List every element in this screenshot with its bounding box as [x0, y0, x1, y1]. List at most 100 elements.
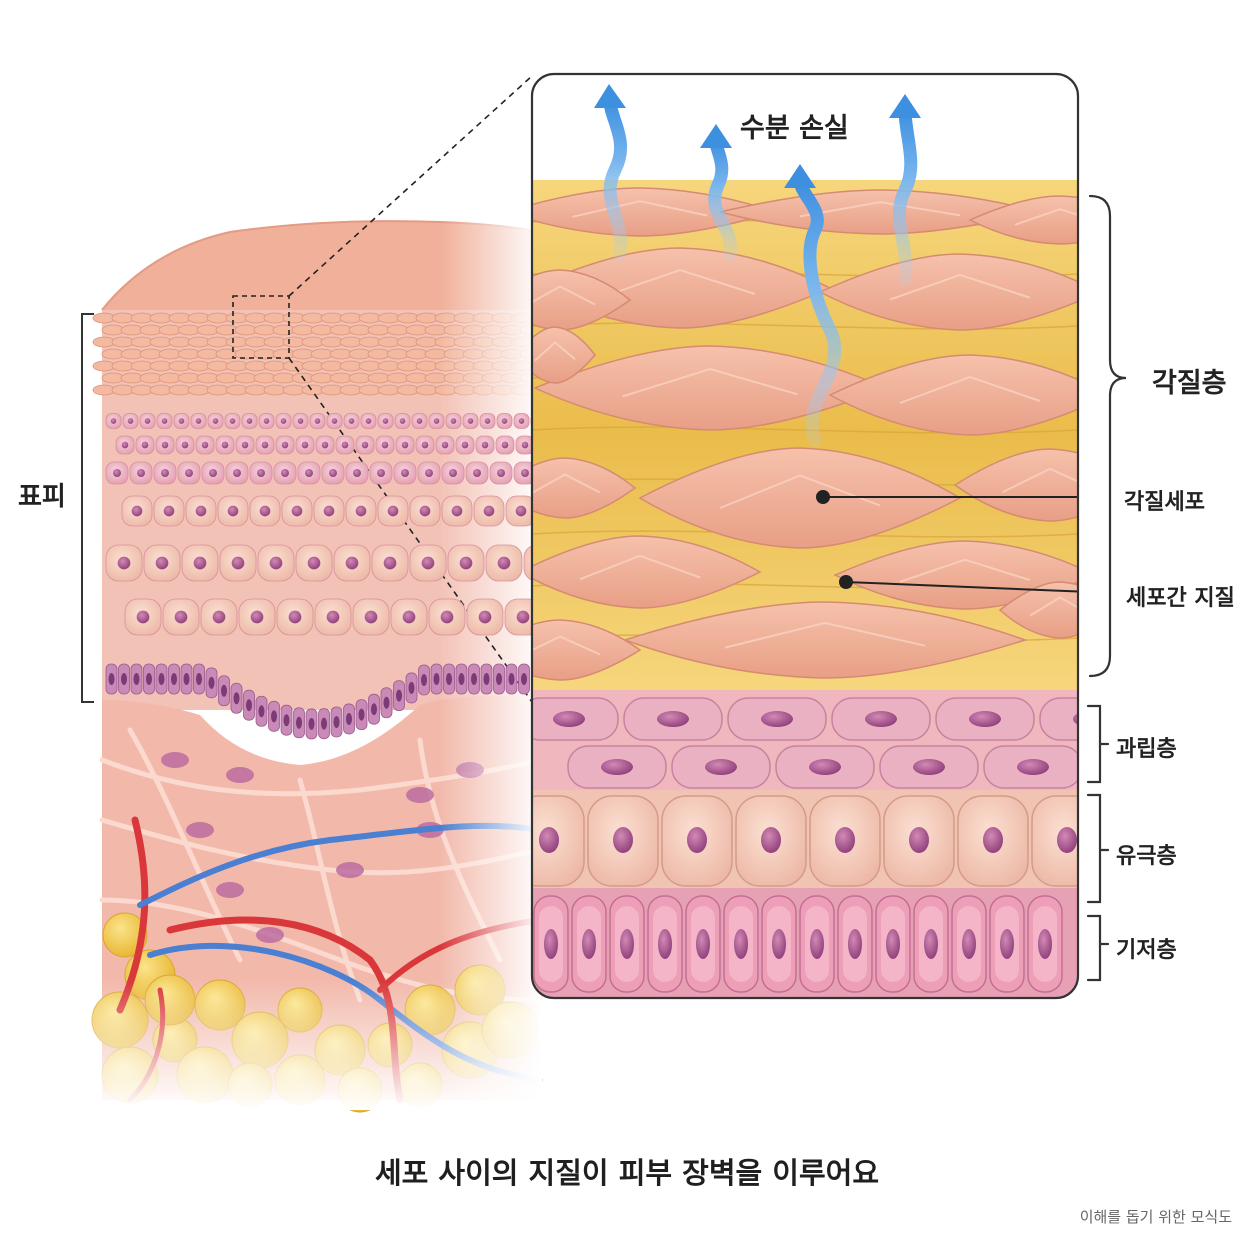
- corneocyte-highlight: [532, 285, 596, 307]
- corneocyte: [532, 269, 632, 331]
- basal-nucleus: [962, 929, 976, 959]
- left-cell-nucleus: [227, 505, 239, 517]
- corneocyte-highlight: [1029, 596, 1078, 617]
- left-cell-nucleus: [421, 556, 435, 570]
- corneocyte-highlight: [532, 635, 601, 657]
- left-cell-nucleus: [201, 441, 209, 449]
- left-cell-nucleus: [121, 441, 129, 449]
- left-cell-nucleus: [269, 556, 283, 570]
- left-basal-nucleus: [321, 717, 327, 730]
- left-cell-nucleus: [440, 610, 454, 624]
- left-cell-nucleus: [433, 418, 440, 424]
- corneocyte-highlight: [1014, 208, 1078, 226]
- spinous-nucleus: [613, 827, 633, 853]
- corneocyte-highlight: [1002, 467, 1078, 494]
- left-cell-nucleus: [137, 469, 145, 477]
- left-basal-nucleus: [108, 673, 115, 685]
- label-intercellular-lipid: 세포간 지질: [1126, 586, 1235, 611]
- spinous-nucleus: [909, 827, 929, 853]
- left-cell-nucleus: [484, 418, 491, 424]
- left-cell-nucleus: [117, 556, 131, 570]
- left-basal-nucleus: [171, 673, 177, 685]
- left-cell-nucleus: [193, 556, 207, 570]
- water-arrow: [708, 133, 738, 262]
- left-basal-nucleus: [496, 673, 502, 685]
- left-cell-nucleus: [144, 418, 151, 424]
- label-stratum-basale: 기저층: [1116, 938, 1177, 963]
- left-cell-nucleus: [416, 418, 423, 424]
- corneocyte: [953, 448, 1078, 522]
- corneocyte: [532, 535, 762, 609]
- label-epidermis: 표피: [18, 482, 66, 512]
- left-cell-nucleus: [301, 441, 309, 449]
- left-cell-nucleus: [163, 505, 175, 517]
- left-cell-nucleus: [307, 556, 321, 570]
- left-cell-nucleus: [381, 441, 389, 449]
- left-basal-nucleus: [183, 673, 190, 685]
- basal-nucleus: [810, 929, 824, 959]
- left-cell-nucleus: [473, 469, 481, 477]
- basal-nucleus: [696, 929, 710, 959]
- left-cell-nucleus: [329, 469, 337, 477]
- basal-nucleus: [1038, 929, 1052, 959]
- fibroblast: [216, 882, 244, 898]
- left-cell-nucleus: [246, 418, 253, 424]
- corneocyte: [622, 601, 1028, 679]
- left-cell-nucleus: [323, 505, 335, 517]
- corneocyte: [532, 457, 637, 519]
- left-basal-nucleus: [208, 676, 215, 689]
- left-cell-nucleus: [401, 441, 409, 449]
- fibroblast: [256, 927, 284, 943]
- fibroblast: [336, 862, 364, 878]
- left-basal-nucleus: [158, 673, 165, 685]
- spinous-nucleus: [761, 827, 781, 853]
- left-cell-nucleus: [209, 469, 217, 477]
- caption: 세포 사이의 지질이 피부 장벽을 이루어요: [374, 1156, 880, 1190]
- left-cell-nucleus: [399, 418, 406, 424]
- corneocyte: [968, 195, 1078, 245]
- left-basal-nucleus: [283, 714, 290, 727]
- left-cell-nucleus: [212, 610, 226, 624]
- left-cell-nucleus: [305, 469, 313, 477]
- corneocyte-highlight: [724, 621, 926, 649]
- skin-cross-section: [90, 75, 569, 1120]
- left-cell-nucleus: [259, 505, 271, 517]
- fibroblast: [226, 767, 254, 783]
- left-cell-nucleus: [521, 469, 529, 477]
- left-cell-nucleus: [467, 418, 474, 424]
- inset-panel: [530, 72, 1080, 1000]
- basal-nucleus: [544, 929, 558, 959]
- left-cell-nucleus: [364, 610, 378, 624]
- left-cell-nucleus: [161, 418, 168, 424]
- spinous-nucleus: [1057, 827, 1077, 853]
- left-cell-nucleus: [113, 469, 121, 477]
- granular-nucleus: [657, 711, 689, 727]
- left-basal-nucleus: [433, 673, 440, 685]
- basal-nucleus: [734, 929, 748, 959]
- left-basal-nucleus: [471, 673, 477, 685]
- corneocyte: [532, 326, 596, 384]
- left-cell-nucleus: [518, 418, 525, 424]
- label-corneocyte: 각질세포: [1124, 490, 1205, 515]
- left-cell-nucleus: [288, 610, 302, 624]
- left-cell-nucleus: [161, 469, 169, 477]
- left-cell-nucleus: [141, 441, 149, 449]
- left-basal-nucleus: [296, 716, 302, 729]
- left-cell-nucleus: [402, 610, 416, 624]
- left-cell-nucleus: [419, 505, 431, 517]
- left-cell-nucleus: [497, 469, 505, 477]
- left-basal-nucleus: [383, 696, 390, 709]
- left-cell-nucleus: [178, 418, 185, 424]
- lipid-line: [532, 322, 1078, 330]
- left-basal-nucleus: [521, 673, 527, 685]
- left-basal-nucleus: [396, 689, 402, 702]
- left-basal-nucleus: [233, 692, 240, 705]
- spinous-cells: [532, 795, 1078, 887]
- left-cell-nucleus: [281, 469, 289, 477]
- left-basal-nucleus: [446, 673, 452, 685]
- label-stratum-granulosum: 과립층: [1116, 737, 1177, 762]
- fibroblast: [406, 787, 434, 803]
- left-cell-nucleus: [195, 418, 202, 424]
- corneocyte-highlight: [899, 375, 1041, 404]
